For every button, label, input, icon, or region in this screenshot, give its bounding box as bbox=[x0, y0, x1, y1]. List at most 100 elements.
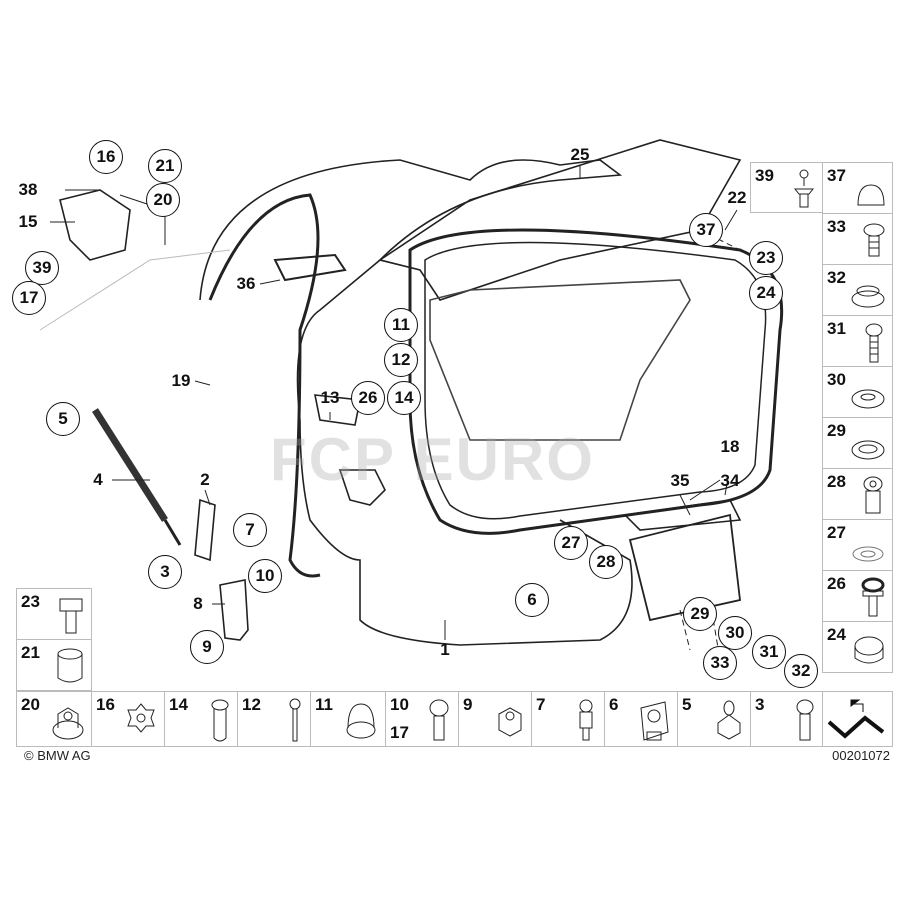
callout-37[interactable]: 37 bbox=[689, 213, 723, 247]
part-number: 7 bbox=[536, 695, 546, 714]
nut-icon bbox=[498, 707, 522, 737]
part-number: 14 bbox=[169, 695, 188, 714]
label-18[interactable]: 18 bbox=[720, 437, 740, 456]
callout-27[interactable]: 27 bbox=[554, 526, 588, 560]
part-number: 37 bbox=[827, 166, 846, 185]
part-number: 9 bbox=[463, 695, 473, 714]
label-2[interactable]: 2 bbox=[200, 470, 210, 489]
callout-10[interactable]: 10 bbox=[248, 559, 282, 593]
part-number: 27 bbox=[827, 523, 846, 542]
label-35[interactable]: 35 bbox=[670, 471, 690, 490]
hex-bolt-icon bbox=[59, 598, 83, 634]
part-number: 26 bbox=[827, 574, 846, 593]
washer-icon bbox=[851, 389, 885, 409]
expanding-rivet-icon bbox=[793, 169, 815, 208]
callout-39[interactable]: 39 bbox=[25, 251, 59, 285]
part-number-secondary: 17 bbox=[390, 723, 409, 742]
seal-washer-icon bbox=[852, 546, 884, 562]
part-cell-24[interactable]: 24 bbox=[822, 621, 893, 673]
part-cell-33[interactable]: 33 bbox=[822, 213, 893, 265]
callout-26[interactable]: 26 bbox=[351, 381, 385, 415]
part-cell-27[interactable]: 27 bbox=[822, 519, 893, 571]
part-cell-23[interactable]: 23 bbox=[16, 588, 92, 640]
label-19[interactable]: 19 bbox=[171, 371, 191, 390]
callout-21[interactable]: 21 bbox=[148, 149, 182, 183]
part-cell-31[interactable]: 31 bbox=[822, 315, 893, 367]
part-cell-30[interactable]: 30 bbox=[822, 366, 893, 418]
label-22[interactable]: 22 bbox=[727, 188, 747, 207]
part-cell-6[interactable]: 6 bbox=[604, 691, 678, 747]
callout-6[interactable]: 6 bbox=[515, 583, 549, 617]
label-38[interactable]: 38 bbox=[18, 180, 38, 199]
flange-nut-icon bbox=[52, 707, 84, 740]
part-cell-39[interactable]: 39 bbox=[750, 162, 823, 213]
callout-17[interactable]: 17 bbox=[12, 281, 46, 315]
bolt-icon bbox=[863, 476, 883, 514]
stud-bolt-icon bbox=[579, 699, 593, 741]
part-cell-29[interactable]: 29 bbox=[822, 417, 893, 469]
label-34[interactable]: 34 bbox=[720, 471, 740, 490]
part-number: 28 bbox=[827, 472, 846, 491]
part-cell-11[interactable]: 11 bbox=[310, 691, 386, 747]
label-8[interactable]: 8 bbox=[193, 594, 203, 613]
callout-32[interactable]: 32 bbox=[784, 654, 818, 688]
part-number: 16 bbox=[96, 695, 115, 714]
label-4[interactable]: 4 bbox=[93, 470, 103, 489]
callout-5[interactable]: 5 bbox=[46, 402, 80, 436]
part-cell-5[interactable]: 5 bbox=[677, 691, 751, 747]
part-cell-26[interactable]: 26 bbox=[822, 570, 893, 622]
label-25[interactable]: 25 bbox=[570, 145, 590, 164]
part-cell-orientation bbox=[822, 691, 893, 747]
part-cell-9[interactable]: 9 bbox=[458, 691, 532, 747]
part-cell-16[interactable]: 16 bbox=[91, 691, 165, 747]
callout-33[interactable]: 33 bbox=[703, 646, 737, 680]
star-nut-icon bbox=[127, 703, 155, 733]
part-cell-7[interactable]: 7 bbox=[531, 691, 605, 747]
callout-28[interactable]: 28 bbox=[589, 545, 623, 579]
label-1[interactable]: 1 bbox=[440, 640, 450, 659]
part-number: 29 bbox=[827, 421, 846, 440]
callout-31[interactable]: 31 bbox=[752, 635, 786, 669]
callout-29[interactable]: 29 bbox=[683, 597, 717, 631]
callout-23[interactable]: 23 bbox=[749, 241, 783, 275]
screw-icon bbox=[796, 699, 814, 741]
callout-16[interactable]: 16 bbox=[89, 140, 123, 174]
part-cell-32[interactable]: 32 bbox=[822, 264, 893, 316]
callout-9[interactable]: 9 bbox=[190, 630, 224, 664]
label-15[interactable]: 15 bbox=[18, 212, 38, 231]
callout-12[interactable]: 12 bbox=[384, 343, 418, 377]
screw-icon bbox=[863, 223, 885, 257]
callout-24[interactable]: 24 bbox=[749, 276, 783, 310]
callout-11[interactable]: 11 bbox=[384, 308, 418, 342]
part-cell-3[interactable]: 3 bbox=[750, 691, 823, 747]
callout-20[interactable]: 20 bbox=[146, 183, 180, 217]
part-number: 39 bbox=[755, 166, 774, 185]
cap-icon bbox=[857, 184, 885, 206]
grommet-icon bbox=[851, 285, 885, 308]
callout-14[interactable]: 14 bbox=[387, 381, 421, 415]
screw-icon bbox=[429, 699, 449, 741]
part-cell-21[interactable]: 21 bbox=[16, 639, 92, 691]
long-screw-icon bbox=[289, 698, 301, 742]
part-number: 3 bbox=[755, 695, 765, 714]
label-13[interactable]: 13 bbox=[320, 388, 340, 407]
part-number: 21 bbox=[21, 643, 40, 662]
part-cell-28[interactable]: 28 bbox=[822, 468, 893, 520]
part-cell-14[interactable]: 14 bbox=[164, 691, 238, 747]
part-cell-37[interactable]: 37 bbox=[822, 162, 893, 214]
part-number: 6 bbox=[609, 695, 619, 714]
cap-nut-icon bbox=[346, 703, 376, 739]
part-number: 31 bbox=[827, 319, 846, 338]
label-36[interactable]: 36 bbox=[236, 274, 256, 293]
callout-30[interactable]: 30 bbox=[718, 616, 752, 650]
part-cell-20[interactable]: 20 bbox=[16, 691, 92, 747]
callout-3[interactable]: 3 bbox=[148, 555, 182, 589]
callout-7[interactable]: 7 bbox=[233, 513, 267, 547]
clip-washer-icon bbox=[851, 440, 885, 460]
part-cell-12[interactable]: 12 bbox=[237, 691, 311, 747]
part-number: 12 bbox=[242, 695, 261, 714]
clip-nut-icon bbox=[640, 701, 669, 741]
part-number: 30 bbox=[827, 370, 846, 389]
